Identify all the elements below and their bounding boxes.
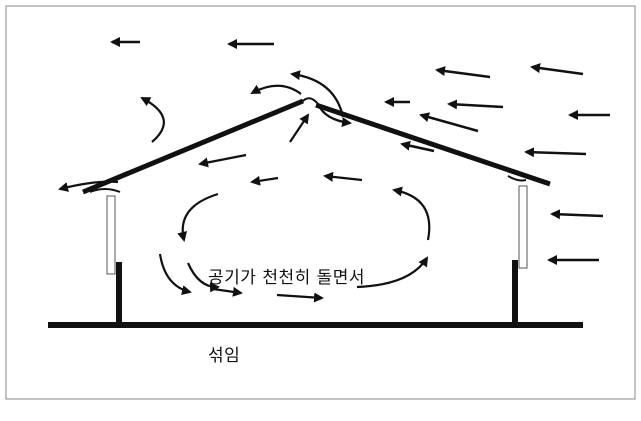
wind-arrow bbox=[530, 63, 584, 76]
inside-arrow bbox=[289, 113, 310, 143]
inside-arrow bbox=[198, 153, 247, 168]
wind-arrow bbox=[524, 147, 587, 158]
left-side-vent bbox=[106, 195, 116, 275]
circulation-arrow-left-bottom bbox=[158, 253, 192, 295]
wind-arrow bbox=[447, 99, 504, 110]
greenhouse-airflow-diagram: 공기가 천천히 돌면서 섞임 bbox=[5, 5, 636, 400]
wind-arrow bbox=[400, 140, 435, 153]
inside-arrow bbox=[323, 171, 363, 182]
curved-arrow-left-roof bbox=[140, 97, 165, 143]
circulation-arrow-right-bottom bbox=[356, 256, 429, 289]
circulation-arrow-left-down bbox=[177, 192, 219, 242]
ridge-vent bbox=[300, 97, 319, 105]
curved-arrow-ridge-left bbox=[250, 84, 302, 95]
circulation-arrows bbox=[158, 186, 431, 295]
wind-arrow bbox=[550, 209, 604, 220]
inside-arrow bbox=[276, 292, 324, 303]
inside-arrow bbox=[250, 175, 279, 186]
circulation-caption: 공기가 천천히 돌면서 섞임 bbox=[208, 213, 365, 421]
roof-flow-arrows bbox=[58, 70, 352, 192]
outside-wind-arrows bbox=[110, 37, 610, 265]
caption-line-2: 섞임 bbox=[208, 346, 241, 366]
curved-arrow-ridge-right bbox=[316, 103, 352, 128]
right-eave-vent bbox=[507, 175, 527, 182]
roof-right bbox=[315, 102, 551, 187]
wind-arrow bbox=[419, 112, 479, 133]
curved-arrow-left-eave bbox=[58, 180, 119, 192]
building-structure bbox=[48, 97, 583, 328]
left-eave-vent bbox=[89, 188, 121, 193]
curved-arrow-ridge-top bbox=[290, 70, 345, 118]
caption-line-1: 공기가 천천히 돌면서 bbox=[208, 268, 366, 288]
roof-left bbox=[82, 98, 304, 195]
wind-arrow bbox=[435, 66, 491, 79]
right-side-vent bbox=[518, 185, 528, 269]
circulation-arrow-right-up bbox=[392, 186, 431, 241]
circulation-arrow-left-inner bbox=[186, 262, 220, 293]
frame-border bbox=[5, 5, 636, 400]
diagram-canvas bbox=[5, 5, 636, 400]
